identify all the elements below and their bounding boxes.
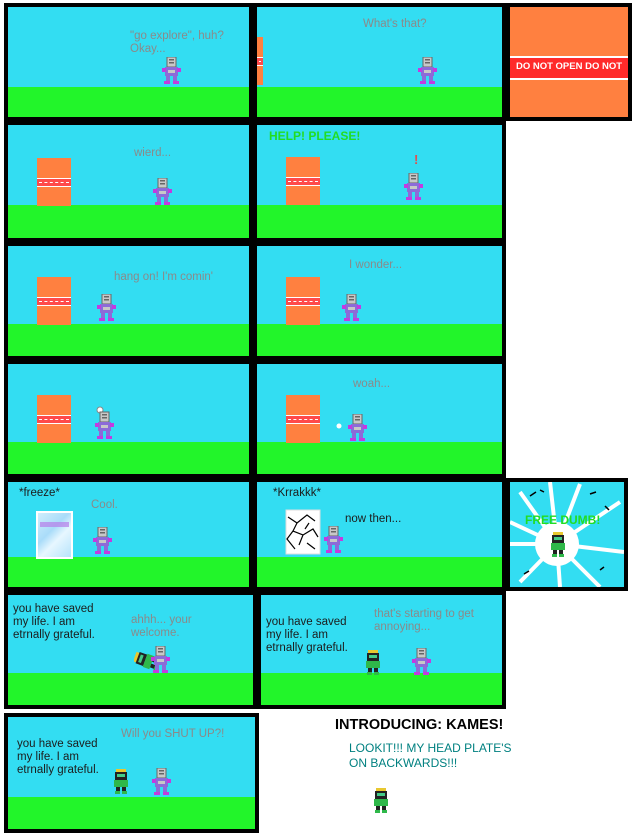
comic-panel-5: HELP! PLEASE! !: [253, 121, 506, 242]
sound-effect: *freeze*: [19, 487, 60, 499]
sky: *freeze* Cool.: [8, 482, 249, 587]
grass: [8, 557, 249, 587]
sound-effect: *Krrakkk*: [273, 487, 321, 499]
comic-panel-4: wierd...: [4, 121, 253, 242]
grass: [8, 324, 249, 356]
comic-panel-8: [4, 360, 253, 478]
door: [37, 395, 71, 443]
comic-panel-11: *Krrakkk* now then...: [253, 478, 506, 591]
comic-panel-1: "go explore", huh? Okay...: [4, 3, 253, 121]
sky: you have saved my life. I am etrnally gr…: [8, 717, 255, 829]
grass: [8, 673, 253, 705]
robot-character: [96, 294, 117, 322]
grass: [257, 324, 502, 356]
robot-character: [150, 646, 171, 674]
robot-character: [403, 173, 424, 201]
comic-panel-15: you have saved my life. I am etrnally gr…: [4, 713, 259, 833]
sky: FREE DUMB!: [510, 482, 624, 587]
comic-panel-10: *freeze* Cool.: [4, 478, 253, 591]
help-shout: HELP! PLEASE!: [269, 129, 361, 143]
comic-panel-2: What's that?: [253, 3, 506, 121]
free-dumb-shout: FREE DUMB!: [525, 513, 601, 527]
speech-bubble: woah...: [353, 378, 391, 390]
grass: [8, 205, 249, 238]
speech-bubble: wierd...: [134, 147, 172, 159]
door: [257, 37, 263, 85]
comic-panel-7: I wonder...: [253, 242, 506, 360]
burst-rays: [510, 482, 624, 587]
kames-speech: you have saved my life. I am etrnally gr…: [13, 603, 95, 641]
robot-character: [341, 294, 362, 322]
grass: [257, 205, 502, 238]
sky: hang on! I'm comin': [8, 246, 249, 356]
sky: you have saved my life. I am etrnally gr…: [261, 595, 502, 705]
sky: What's that?: [257, 7, 502, 117]
sky: you have saved my life. I am etrnally gr…: [8, 595, 253, 705]
robot-character: [152, 178, 173, 206]
robot-character: [92, 527, 113, 555]
kames-character: [366, 650, 380, 675]
robot-speech: Will you SHUT UP?!: [121, 728, 225, 740]
speech-bubble: "go explore", huh? Okay...: [130, 30, 224, 55]
kames-character: [114, 769, 128, 794]
sky: woah...: [257, 364, 502, 474]
door-closeup: DO NOT OPEN DO NOT: [510, 7, 628, 117]
robot-character: [151, 768, 172, 796]
sky: I wonder...: [257, 246, 502, 356]
sky: HELP! PLEASE! !: [257, 125, 502, 238]
kames-speech: you have saved my life. I am etrnally gr…: [266, 616, 348, 654]
kames-portrait: [374, 788, 388, 813]
door: [286, 157, 320, 205]
warning-sign-text: DO NOT OPEN DO NOT: [515, 61, 623, 72]
robot-character: [411, 648, 432, 676]
kames-caption: LOOKIT!!! MY HEAD PLATE'S ON BACKWARDS!!…: [349, 741, 512, 770]
grass: [8, 442, 249, 474]
comic-panel-14: you have saved my life. I am etrnally gr…: [257, 591, 506, 709]
sky: *Krrakkk* now then...: [257, 482, 502, 587]
snowflake-sparkle: [336, 423, 342, 429]
grass: [257, 557, 502, 587]
frozen-door: [36, 511, 73, 559]
grass: [8, 797, 255, 829]
grass: [257, 87, 502, 117]
comic-panel-13: you have saved my life. I am etrnally gr…: [4, 591, 257, 709]
speech-bubble: What's that?: [363, 18, 427, 30]
speech-bubble: now then...: [345, 513, 402, 525]
cracked-ice-door: [285, 509, 321, 555]
speech-bubble: I wonder...: [349, 259, 403, 271]
kames-character: [551, 532, 565, 557]
robot-character: [417, 57, 438, 85]
door: [37, 158, 71, 206]
sky: [8, 364, 249, 474]
sky: "go explore", huh? Okay...: [8, 7, 249, 117]
robot-character: [347, 414, 368, 442]
kames-speech: you have saved my life. I am etrnally gr…: [17, 738, 99, 776]
comic-panel-6: hang on! I'm comin': [4, 242, 253, 360]
door: [37, 277, 71, 325]
robot-character: [161, 57, 182, 85]
robot-speech: that's starting to get annoying...: [374, 608, 475, 633]
warning-band: DO NOT OPEN DO NOT: [510, 56, 628, 80]
grass: [261, 673, 502, 705]
robot-character-reaching: [94, 406, 115, 440]
door: [286, 277, 320, 325]
speech-bubble: Cool.: [91, 499, 118, 511]
grass: [257, 442, 502, 474]
speech-bubble: hang on! I'm comin': [114, 271, 213, 283]
intro-title: INTRODUCING: KAMES!: [335, 717, 504, 733]
exclamation-mark: !: [414, 152, 419, 167]
comic-panel-12-explosion: FREE DUMB!: [506, 478, 628, 591]
robot-speech: ahhh... your welcome.: [131, 614, 192, 639]
grass: [8, 87, 249, 117]
comic-panel-3-door-closeup: DO NOT OPEN DO NOT: [506, 3, 632, 121]
door: [286, 395, 320, 443]
sky: wierd...: [8, 125, 249, 238]
robot-character: [323, 526, 344, 554]
comic-panel-9: woah...: [253, 360, 506, 478]
